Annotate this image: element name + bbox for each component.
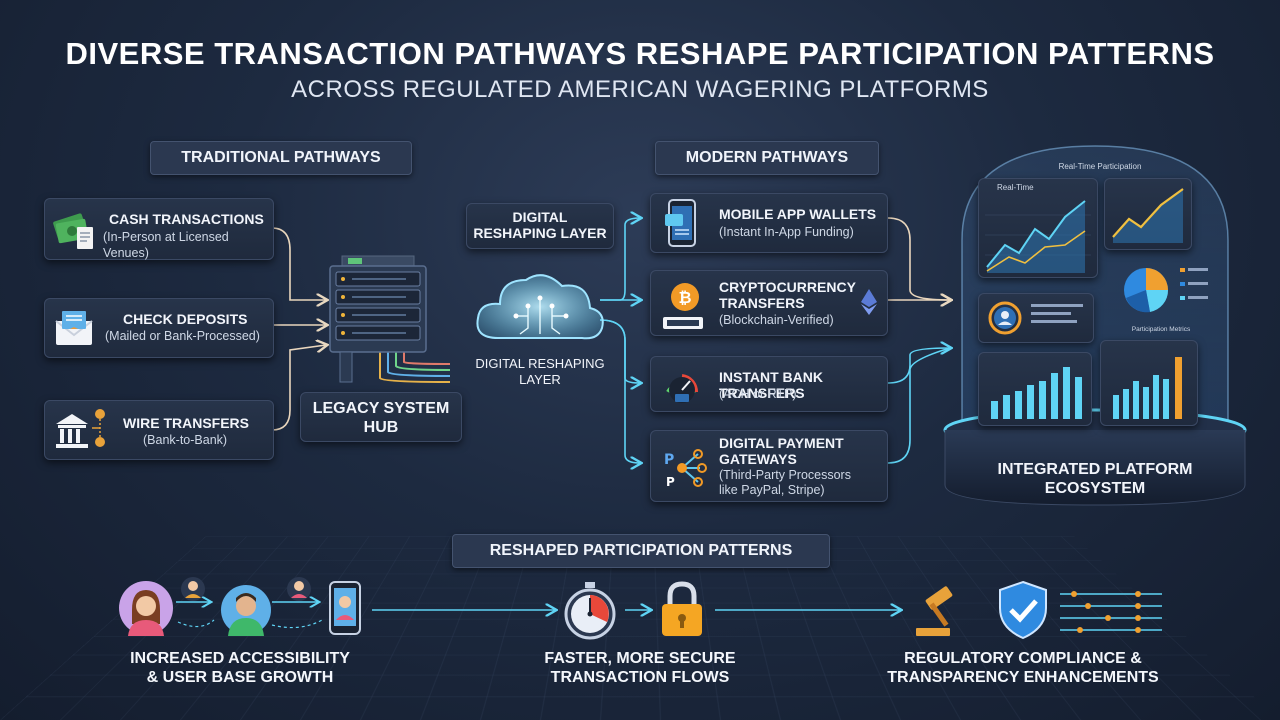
compliance-line2: TRANSPARENCY ENHANCEMENTS (887, 669, 1159, 686)
compliance-label: REGULATORY COMPLIANCE & TRANSPARENCY ENH… (870, 649, 1176, 687)
reshaping-layer-bottom-label: DIGITAL RESHAPING LAYER (462, 356, 618, 388)
ecosystem-label: INTEGRATED PLATFORM ECOSYSTEM (950, 460, 1240, 498)
profile-line-1 (1031, 304, 1083, 307)
cash-transactions-card: CASH TRANSACTIONS (In-Person at Licensed… (44, 198, 274, 260)
realtime-line-chart (985, 200, 1091, 273)
svg-text:P: P (664, 452, 674, 468)
gateways-sub-line1: (Third-Party Processors (719, 468, 851, 482)
cryptocurrency-transfers-card: ₿ CRYPTOCURRENCY TRANSFERS (Blockchain-V… (650, 270, 888, 336)
user-profile-panel (978, 293, 1094, 343)
secure-flows-line1: FASTER, MORE SECURE (544, 650, 736, 667)
envelope-icon (51, 305, 97, 351)
cash-icon (49, 205, 99, 253)
cash-transactions-label: CASH TRANSACTIONS (109, 211, 264, 227)
user-avatar-icon (987, 300, 1023, 336)
trend-chart (1112, 188, 1184, 243)
speedometer-icon (659, 361, 705, 407)
svg-text:₿: ₿ (678, 288, 691, 307)
page-subtitle: ACROSS REGULATED AMERICAN WAGERING PLATF… (291, 76, 989, 103)
svg-text:P: P (666, 475, 675, 489)
reshaping-layer-top-label: DIGITAL RESHAPING LAYER (466, 203, 614, 249)
instant-bank-transfers-label: INSTANT BANK TRANSFERS (719, 369, 823, 401)
bitcoin-icon: ₿ (659, 275, 709, 331)
hub-label-line2: HUB (363, 419, 399, 436)
traditional-pathways-header: TRADITIONAL PATHWAYS (150, 141, 412, 175)
shield-check-icon (996, 580, 1050, 640)
page-title: DIVERSE TRANSACTION PATHWAYS RESHAPE PAR… (65, 36, 1215, 71)
cash-transactions-sub: (In-Person at Licensed Venues) (103, 230, 229, 260)
ethereum-icon (859, 287, 879, 317)
digital-cloud-icon (470, 258, 610, 354)
check-deposits-sub: (Mailed or Bank-Processed) (105, 329, 260, 343)
participation-metrics-caption: Participation Metrics (1131, 326, 1191, 333)
accessibility-label: INCREASED ACCESSIBILITY & USER BASE GROW… (100, 649, 380, 687)
small-user-icon-2 (286, 576, 312, 602)
server-rack-icon (326, 252, 434, 384)
wire-transfers-card: WIRE TRANSFERS (Bank-to-Bank) (44, 400, 274, 460)
reshaping-top-line2: RESHAPING LAYER (473, 225, 607, 241)
mobile-app-wallets-card: MOBILE APP WALLETS (Instant In-App Fundi… (650, 193, 888, 253)
woman-avatar-icon (118, 580, 176, 638)
hub-label-line1: LEGACY SYSTEM (312, 400, 450, 417)
realtime-line-chart-panel: Real-Time (978, 178, 1098, 278)
trend-chart-panel (1104, 178, 1192, 250)
cryptocurrency-sub: (Blockchain-Verified) (719, 313, 834, 327)
pie-chart (1120, 262, 1220, 322)
instant-bank-transfers-sub: (ACH or RTP) (719, 387, 797, 401)
gateways-label-line1: DIGITAL PAYMENT (719, 435, 844, 451)
gateways-label-line2: GATEWAYS (719, 451, 797, 467)
wire-transfers-sub: (Bank-to-Bank) (143, 433, 228, 447)
mobile-app-wallets-sub: (Instant In-App Funding) (719, 225, 854, 239)
phone-user-icon (326, 580, 366, 638)
reshaped-patterns-header: RESHAPED PARTICIPATION PATTERNS (452, 534, 830, 568)
padlock-icon (656, 580, 710, 640)
dashboard-title: Real-Time Participation (1058, 162, 1142, 171)
modern-pathways-header: MODERN PATHWAYS (655, 141, 879, 175)
legacy-system-hub-label: LEGACY SYSTEM HUB (300, 392, 462, 442)
bar-chart-right (1113, 357, 1182, 419)
bank-icon (49, 405, 111, 455)
phone-wallet-icon (659, 198, 703, 248)
ecosystem-label-line2: ECOSYSTEM (1044, 480, 1146, 497)
bar-chart-panel-right (1100, 340, 1198, 426)
compliance-sliders-icon (1058, 582, 1168, 638)
man-avatar-icon (220, 584, 272, 636)
instant-bank-transfers-card: INSTANT BANK TRANSFERS (ACH or RTP) (650, 356, 888, 412)
small-user-icon-1 (180, 576, 206, 602)
cryptocurrency-label-line1: CRYPTOCURRENCY (719, 279, 856, 295)
profile-line-2 (1031, 312, 1071, 315)
mobile-app-wallets-label: MOBILE APP WALLETS (719, 206, 877, 222)
compliance-line1: REGULATORY COMPLIANCE & (904, 650, 1142, 667)
gateway-icon: P P (659, 439, 711, 495)
reshaping-bottom-line1: DIGITAL RESHAPING (475, 356, 605, 371)
reshaping-top-line1: DIGITAL (512, 209, 568, 225)
profile-line-3 (1031, 320, 1077, 323)
check-deposits-card: CHECK DEPOSITS (Mailed or Bank-Processed… (44, 298, 274, 358)
bar-chart-left (991, 367, 1082, 419)
digital-payment-gateways-card: P P DIGITAL PAYMENT GATEWAYS (Third-Part… (650, 430, 888, 502)
secure-flows-line2: TRANSACTION FLOWS (550, 669, 730, 686)
gateways-sub-line2: like PayPal, Stripe) (719, 483, 825, 497)
realtime-chart-title: Real-Time (997, 183, 1034, 192)
ecosystem-label-line1: INTEGRATED PLATFORM (997, 461, 1193, 478)
check-deposits-label: CHECK DEPOSITS (123, 311, 248, 327)
secure-flows-label: FASTER, MORE SECURE TRANSACTION FLOWS (505, 649, 775, 687)
stopwatch-icon (560, 580, 620, 640)
wire-transfers-label: WIRE TRANSFERS (123, 415, 249, 431)
bar-chart-panel-left (978, 352, 1092, 426)
reshaping-bottom-line2: LAYER (519, 372, 561, 387)
accessibility-line1: INCREASED ACCESSIBILITY (130, 650, 350, 667)
accessibility-line2: & USER BASE GROWTH (146, 669, 334, 686)
gavel-icon (912, 584, 970, 640)
cryptocurrency-label-line2: TRANSFERS (719, 295, 805, 311)
